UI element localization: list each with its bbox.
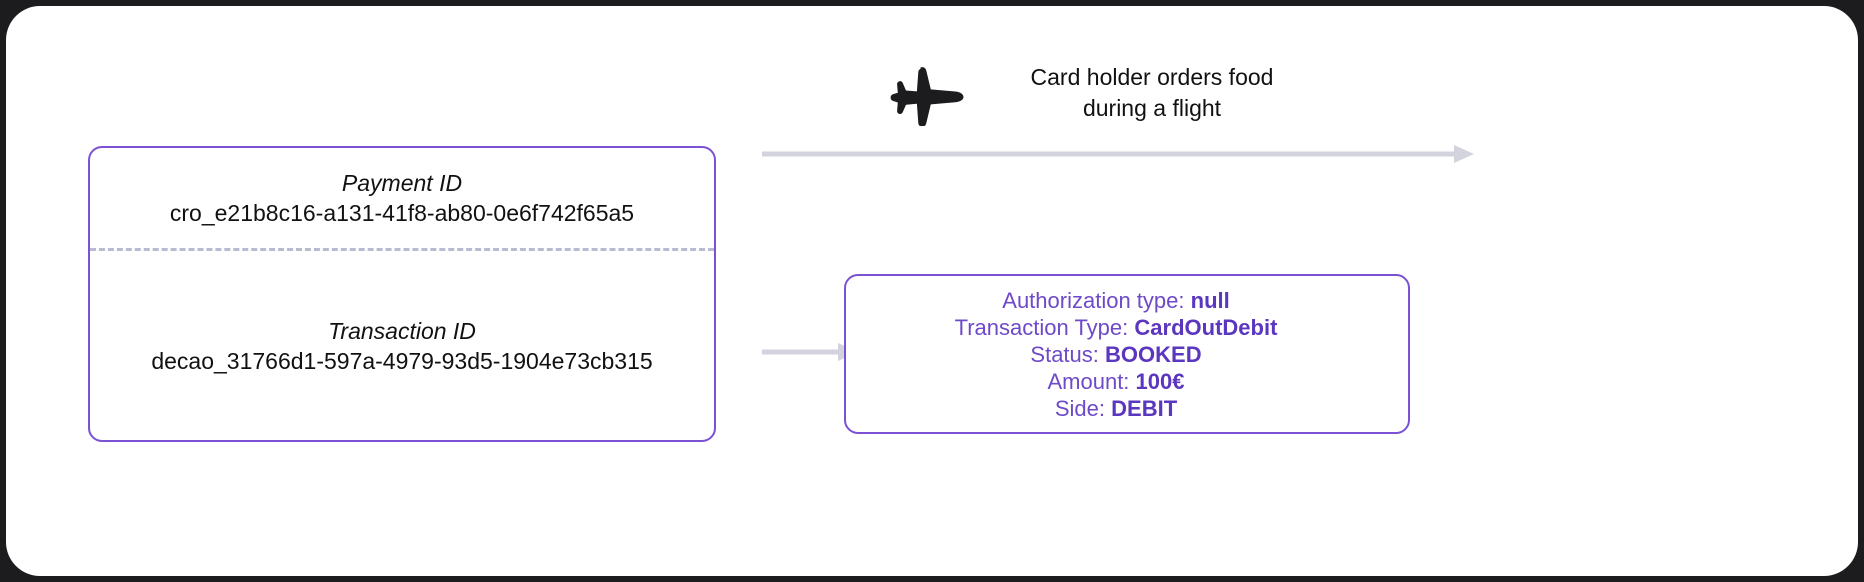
detail-value-amount: 100€ [1135,368,1185,394]
detail-value-transaction-type: CardOutDebit [1134,314,1278,340]
payment-id-label: Payment ID [341,169,463,196]
transaction-id-section: Transaction ID decao_31766d1-597a-4979-9… [90,248,714,444]
detail-value-authorization-type: null [1190,287,1230,313]
event-caption-line-2: during a flight [1082,95,1222,121]
detail-label-amount: Amount: [1047,368,1130,394]
detail-row-status: Status: BOOKED [1030,341,1201,368]
detail-label-authorization-type: Authorization type: [1002,287,1185,313]
payment-id-value: cro_e21b8c16-a131-41f8-ab80-0e6f742f65a5 [169,199,635,226]
detail-row-amount: Amount: 100€ [1047,368,1184,395]
detail-label-side: Side: [1054,395,1106,421]
identifier-card: Payment ID cro_e21b8c16-a131-41f8-ab80-0… [88,146,716,442]
transaction-id-value: decao_31766d1-597a-4979-93d5-1904e73cb31… [151,347,653,374]
detail-label-transaction-type: Transaction Type: [954,314,1129,340]
event-caption-line-1: Card holder orders food [1030,64,1274,90]
detail-value-status: BOOKED [1105,341,1202,367]
detail-label-status: Status: [1030,341,1099,367]
event-caption: Card holder orders food during a flight [1006,62,1298,124]
detail-row-authorization-type: Authorization type: null [1002,287,1229,314]
card-dashed-divider [90,248,714,251]
payment-id-section: Payment ID cro_e21b8c16-a131-41f8-ab80-0… [90,148,714,248]
airplane-icon [890,64,970,127]
transaction-id-label: Transaction ID [328,317,476,344]
detail-value-side: DEBIT [1111,395,1178,421]
detail-row-side: Side: DEBIT [1055,395,1177,422]
rounded-frame: Payment ID cro_e21b8c16-a131-41f8-ab80-0… [6,6,1858,576]
timeline-arrow [762,142,1474,166]
transaction-detail-box: Authorization type: null Transaction Typ… [844,274,1410,434]
detail-row-transaction-type: Transaction Type: CardOutDebit [955,314,1278,341]
